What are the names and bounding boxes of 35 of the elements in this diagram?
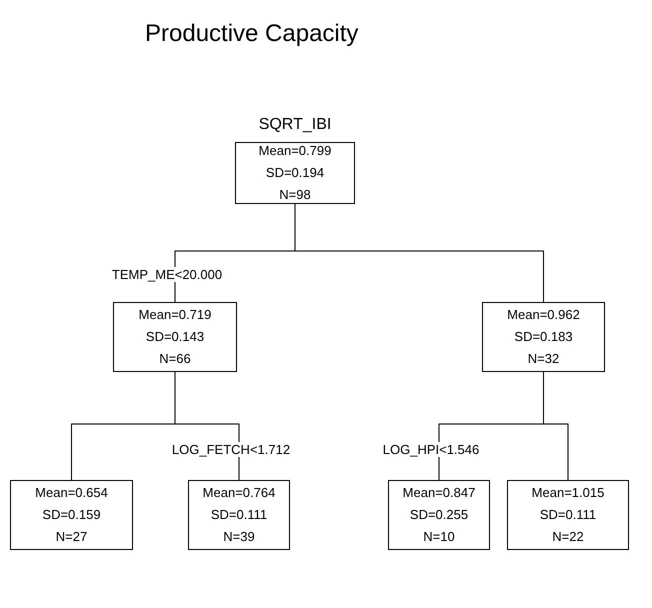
node-statistic: N=39	[223, 528, 255, 546]
node-statistic: SD=0.194	[266, 164, 324, 182]
node-statistic: Mean=0.799	[258, 142, 332, 160]
node-statistic: N=27	[56, 528, 88, 546]
node-statistic: Mean=0.962	[507, 306, 580, 324]
connector-line	[543, 372, 568, 480]
node-statistic: N=66	[159, 350, 191, 368]
node-statistic: Mean=1.015	[532, 484, 604, 502]
node-heading: SQRT_IBI	[258, 116, 332, 134]
split-label: LOG_HPI<1.546	[382, 442, 480, 457]
split-label: TEMP_ME<20.000	[112, 266, 222, 282]
node-statistic: Mean=0.764	[202, 484, 276, 502]
node-box	[388, 480, 490, 550]
node-box	[113, 302, 237, 372]
node-statistic: SD=0.111	[540, 506, 596, 524]
node-statistic: N=98	[279, 186, 311, 204]
node-statistic: N=10	[423, 528, 455, 546]
node-statistic: SD=0.111	[210, 506, 268, 524]
node-statistic: SD=0.183	[514, 328, 573, 346]
node-box	[482, 302, 605, 372]
node-statistic: SD=0.143	[146, 328, 204, 346]
node-statistic: Mean=0.654	[35, 484, 108, 502]
node-statistic: SD=0.159	[42, 506, 101, 524]
node-box	[235, 142, 355, 204]
node-statistic: Mean=0.847	[402, 484, 476, 502]
node-statistic: Mean=0.719	[138, 306, 212, 324]
node-box	[188, 480, 290, 550]
node-statistic: N=22	[552, 528, 584, 546]
node-statistic: N=32	[528, 350, 560, 368]
title: Productive Capacity	[145, 20, 358, 48]
connector-line	[174, 372, 240, 480]
split-label: LOG_FETCH<1.712	[172, 442, 290, 457]
node-statistic: SD=0.255	[410, 506, 468, 524]
node-box	[507, 480, 629, 550]
node-box	[10, 480, 133, 550]
